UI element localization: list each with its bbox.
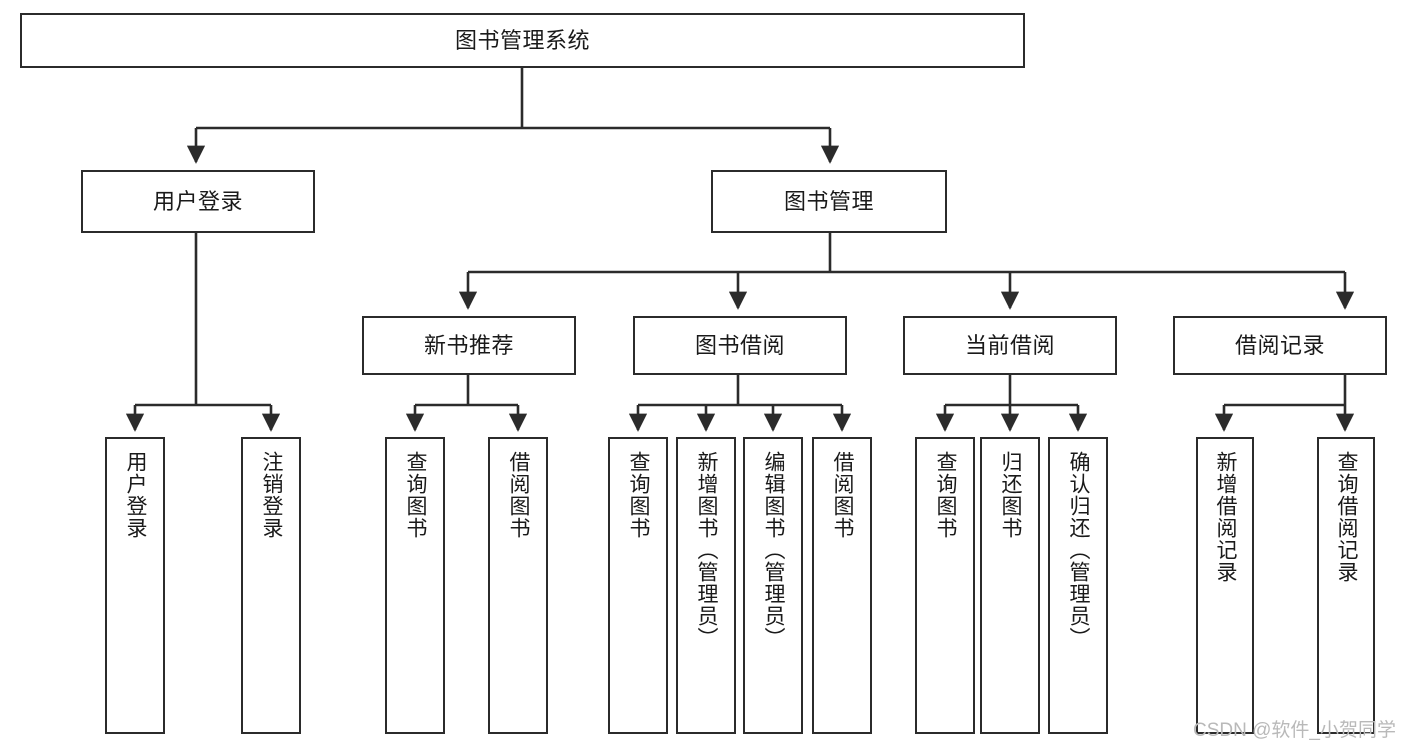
node-leaf-add-book-admin[interactable]: 新增图书（管理员） <box>676 437 736 734</box>
node-label: 借阅图书 <box>831 451 855 539</box>
node-label: 新书推荐 <box>423 332 514 358</box>
node-label: 归还图书 <box>999 451 1023 539</box>
node-leaf-query-borrow-record[interactable]: 查询借阅记录 <box>1317 437 1375 734</box>
node-label: 确认归还（管理员） <box>1067 451 1091 649</box>
node-label: 用户登录 <box>152 188 243 214</box>
node-user-login[interactable]: 用户登录 <box>81 170 315 233</box>
node-label: 借阅记录 <box>1234 332 1325 358</box>
node-borrow-record[interactable]: 借阅记录 <box>1173 316 1387 375</box>
node-leaf-edit-book-admin[interactable]: 编辑图书（管理员） <box>743 437 803 734</box>
node-label: 查询图书 <box>934 451 958 539</box>
node-leaf-query-book-current[interactable]: 查询图书 <box>915 437 975 734</box>
node-label: 借阅图书 <box>507 451 531 539</box>
node-label: 查询借阅记录 <box>1335 451 1359 583</box>
node-leaf-confirm-return-admin[interactable]: 确认归还（管理员） <box>1048 437 1108 734</box>
node-leaf-borrow-book-recommend[interactable]: 借阅图书 <box>488 437 548 734</box>
node-label: 图书管理 <box>783 188 874 214</box>
node-label: 当前借阅 <box>964 332 1055 358</box>
node-label: 用户登录 <box>124 451 148 539</box>
node-label: 编辑图书（管理员） <box>762 451 786 649</box>
csdn-watermark: CSDN @软件_小贺同学 <box>1193 720 1396 741</box>
node-leaf-return-book[interactable]: 归还图书 <box>980 437 1040 734</box>
node-book-management[interactable]: 图书管理 <box>711 170 947 233</box>
node-leaf-query-book-recommend[interactable]: 查询图书 <box>385 437 445 734</box>
node-new-book-recommend[interactable]: 新书推荐 <box>362 316 576 375</box>
node-label: 注销登录 <box>260 451 284 539</box>
node-leaf-logout[interactable]: 注销登录 <box>241 437 301 734</box>
node-leaf-borrow-book[interactable]: 借阅图书 <box>812 437 872 734</box>
node-book-borrow[interactable]: 图书借阅 <box>633 316 847 375</box>
node-label: 图书管理系统 <box>454 27 590 53</box>
node-label: 新增图书（管理员） <box>695 451 719 649</box>
node-current-borrow[interactable]: 当前借阅 <box>903 316 1117 375</box>
node-leaf-query-book-borrow[interactable]: 查询图书 <box>608 437 668 734</box>
node-label: 图书借阅 <box>694 332 785 358</box>
node-leaf-user-login[interactable]: 用户登录 <box>105 437 165 734</box>
node-label: 查询图书 <box>627 451 651 539</box>
node-leaf-add-borrow-record[interactable]: 新增借阅记录 <box>1196 437 1254 734</box>
node-label: 查询图书 <box>404 451 428 539</box>
node-root-book-management-system[interactable]: 图书管理系统 <box>20 13 1025 68</box>
node-label: 新增借阅记录 <box>1214 451 1238 583</box>
